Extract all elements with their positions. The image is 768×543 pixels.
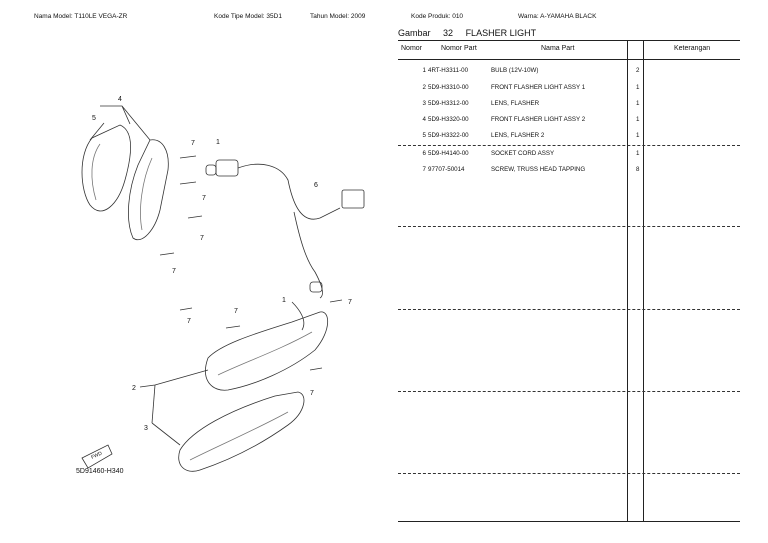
part-number: 5D9-H3320-00 (428, 116, 469, 123)
row-number: 6 (422, 150, 426, 157)
product-code-label: Kode Produk: (411, 13, 451, 20)
part-qty: 1 (636, 116, 640, 123)
model-year-value: 2009 (350, 13, 366, 20)
screw-drawings (159, 155, 343, 371)
group-divider (398, 226, 740, 227)
model-name-value: T110LE VEGA-ZR (74, 13, 128, 20)
qty-column-left-divider (627, 40, 628, 522)
table-bottom-border (398, 521, 740, 522)
callout-1a: 1 (216, 139, 220, 146)
callout-6: 6 (314, 182, 318, 189)
model-type-value: 35D1 (266, 13, 282, 20)
table-top-border (398, 40, 740, 41)
model-name-label: Nama Model: (34, 13, 73, 20)
callout-2: 2 (132, 385, 136, 392)
model-type-field: Kode Tipe Model: 35D1 (214, 13, 282, 20)
group-divider (398, 473, 740, 474)
callout-5: 5 (92, 115, 96, 122)
part-number: 97707-50014 (428, 166, 465, 173)
model-year-label: Tahun Model: (310, 13, 350, 20)
group-divider (398, 309, 740, 310)
part-name: SCREW, TRUSS HEAD TAPPING (491, 166, 586, 173)
callout-7e: 7 (348, 299, 352, 306)
row-number: 4 (422, 116, 426, 123)
product-code-field: Kode Produk: 010 (411, 13, 463, 20)
header-nama-part: Nama Part (541, 45, 575, 52)
part-name: SOCKET CORD ASSY (491, 150, 555, 157)
part-qty: 8 (636, 166, 640, 173)
part-qty: 1 (636, 132, 640, 139)
diagram-code: 5D91460-H340 (76, 468, 124, 475)
header-keterangan: Keterangan (674, 45, 711, 52)
callout-7a: 7 (191, 140, 195, 147)
table-row: 2 5D9-H3310-00 FRONT FLASHER LIGHT ASSY … (398, 81, 740, 95)
qty-column-right-divider (643, 40, 644, 522)
figure-title: Gambar 32 FLASHER LIGHT (398, 28, 546, 38)
callout-1b: 1 (282, 297, 286, 304)
part-number: 4RT-H3311-00 (428, 67, 469, 74)
model-year-field: Tahun Model: 2009 (310, 13, 365, 20)
exploded-parts-diagram: 4 5 1 7 7 7 7 6 1 7 7 7 7 2 3 FWD 5D9146… (76, 96, 365, 475)
model-type-label: Kode Tipe Model: (214, 13, 265, 20)
callout-7g: 7 (187, 318, 191, 325)
row-number: 2 (422, 84, 426, 91)
group-divider (398, 145, 740, 146)
header-nomor: Nomor (401, 45, 423, 52)
table-row: 5 5D9-H3322-00 LENS, FLASHER 2 1 (398, 129, 740, 143)
part-qty: 1 (636, 100, 640, 107)
callout-7d: 7 (172, 268, 176, 275)
table-row: 6 5D9-H4140-00 SOCKET CORD ASSY 1 (398, 147, 740, 161)
part-number: 5D9-H3322-00 (428, 132, 469, 139)
part-name: FRONT FLASHER LIGHT ASSY 2 (491, 116, 586, 123)
product-code-value: 010 (452, 13, 464, 20)
part-name: BULB (12V-10W) (491, 67, 539, 74)
part-qty: 2 (636, 67, 640, 74)
lens-flasher-2-drawing (81, 124, 131, 212)
model-name-field: Nama Model: T110LE VEGA-ZR (34, 13, 127, 20)
part-name: LENS, FLASHER (491, 100, 540, 107)
header-nomor-part: Nomor Part (441, 45, 477, 52)
color-value: A-YAMAHA BLACK (540, 13, 597, 20)
part-number: 5D9-H4140-00 (428, 150, 469, 157)
row-number: 1 (422, 67, 426, 74)
fwd-arrow-drawing (81, 444, 113, 469)
front-flasher-assy-2-drawing (128, 139, 169, 241)
callout-7b: 7 (202, 195, 206, 202)
part-number: 5D9-H3312-00 (428, 100, 469, 107)
part-name: LENS, FLASHER 2 (491, 132, 545, 139)
socket-cord-drawing (237, 163, 341, 220)
part-number: 5D9-H3310-00 (428, 84, 469, 91)
table-row: 1 4RT-H3311-00 BULB (12V-10W) 2 (398, 64, 740, 78)
gambar-label: Gambar (398, 28, 431, 38)
table-header-border (398, 59, 740, 60)
part-qty: 1 (636, 150, 640, 157)
figure-number: 32 (443, 28, 454, 38)
figure-name: FLASHER LIGHT (465, 28, 537, 38)
callout-7f: 7 (234, 308, 238, 315)
fwd-label: FWD (90, 450, 103, 460)
table-row: 4 5D9-H3320-00 FRONT FLASHER LIGHT ASSY … (398, 113, 740, 127)
table-row: 7 97707-50014 SCREW, TRUSS HEAD TAPPING … (398, 163, 740, 177)
callout-7h: 7 (310, 390, 314, 397)
table-row: 3 5D9-H3312-00 LENS, FLASHER 1 (398, 97, 740, 111)
lens-flasher-drawing (178, 391, 305, 472)
part-name: FRONT FLASHER LIGHT ASSY 1 (491, 84, 586, 91)
callout-4: 4 (118, 96, 122, 103)
callout-3: 3 (144, 425, 148, 432)
part-qty: 1 (636, 84, 640, 91)
row-number: 7 (422, 166, 426, 173)
group-divider (398, 391, 740, 392)
color-label: Warna: (518, 13, 539, 20)
row-number: 3 (422, 100, 426, 107)
row-number: 5 (422, 132, 426, 139)
color-field: Warna: A-YAMAHA BLACK (518, 13, 596, 20)
front-flasher-assy-1-drawing (205, 311, 329, 391)
callout-7c: 7 (200, 235, 204, 242)
